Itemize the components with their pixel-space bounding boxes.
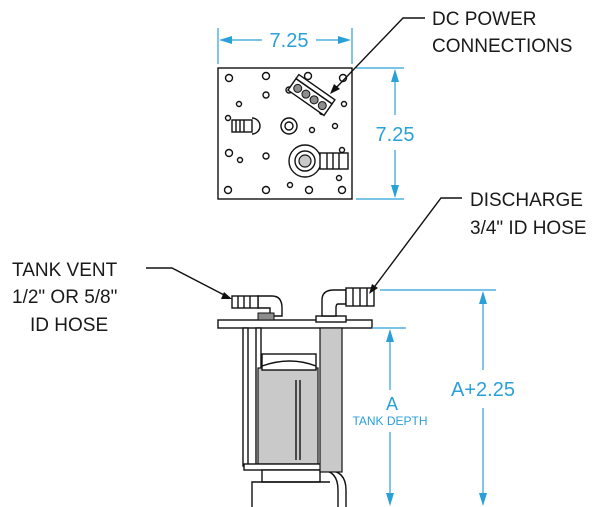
- dc-power-label-line1: DC POWER: [432, 9, 537, 30]
- center-fitting: [280, 117, 298, 135]
- top-discharge-fitting: [288, 144, 349, 178]
- discharge-pipe: [319, 327, 343, 473]
- side-plate: [217, 319, 373, 329]
- side-view: [146, 197, 496, 507]
- dimension-overall: A+2.25: [451, 379, 515, 401]
- tank-vent-label-line2: 1/2" OR 5/8": [12, 287, 117, 308]
- dc-power-label-line2: CONNECTIONS: [432, 36, 572, 57]
- side-vent-fitting: [231, 295, 283, 321]
- tank-vent-label-line1: TANK VENT: [12, 260, 118, 281]
- plate-width-dimension: 7.25: [270, 30, 309, 52]
- plate-height-dimension: 7.25: [376, 124, 415, 146]
- dimension-a-caption: TANK DEPTH: [352, 414, 427, 428]
- tank-vent-label-line3: ID HOSE: [30, 315, 108, 336]
- top-vent-fitting: [231, 117, 261, 135]
- dimension-a: A: [386, 394, 398, 414]
- discharge-label-line1: DISCHARGE: [470, 190, 583, 211]
- terminal-block: [286, 73, 336, 117]
- top-view: 7.25 7.25: [217, 17, 425, 200]
- motor: [257, 367, 319, 465]
- discharge-label-line2: 3/4" ID HOSE: [470, 218, 587, 239]
- top-plate: [217, 67, 353, 200]
